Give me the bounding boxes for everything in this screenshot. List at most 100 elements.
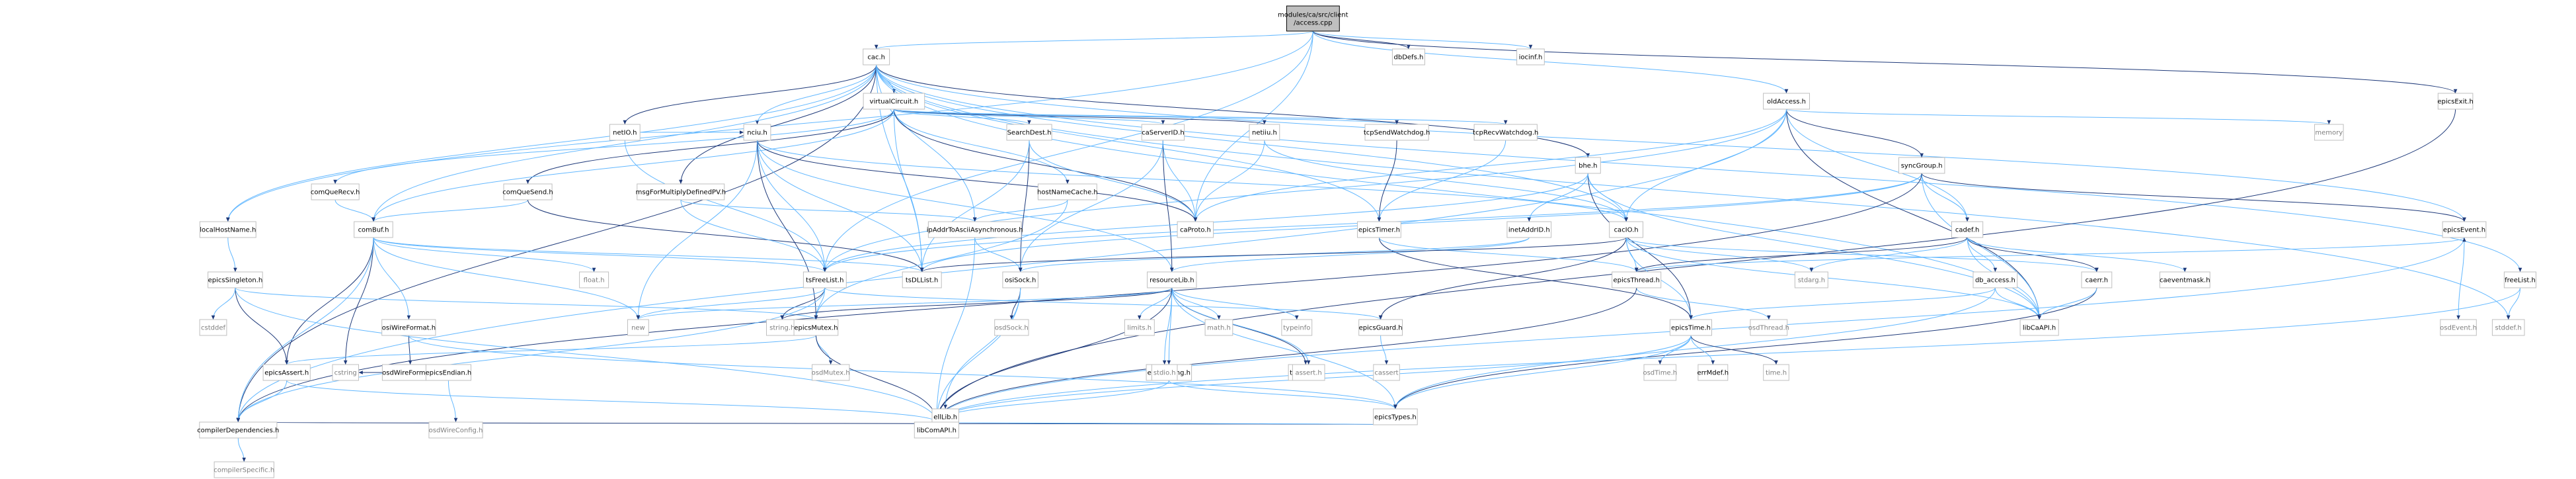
node-epicsAssert[interactable]: epicsAssert.h bbox=[262, 364, 311, 381]
edge-epicsAssert-to-compilerDependencies bbox=[236, 380, 288, 423]
node-SearchDest[interactable]: SearchDest.h bbox=[1006, 124, 1052, 141]
node-comQueRecv[interactable]: comQueRecv.h bbox=[311, 183, 360, 200]
edge-db_access-to-epicsTypes bbox=[1393, 287, 1996, 410]
node-epicsGuard[interactable]: epicsGuard.h bbox=[1358, 319, 1403, 336]
edge-cac-to-compilerDependencies bbox=[236, 64, 877, 423]
node-access[interactable]: modules/ca/src/client/access.cpp bbox=[1278, 5, 1348, 32]
node-netIO[interactable]: netIO.h bbox=[609, 124, 641, 141]
node-osiWireFormat[interactable]: osiWireFormat.h bbox=[381, 319, 436, 336]
edge-resourceLib-to-assertH bbox=[1171, 287, 1311, 365]
node-epicsThread[interactable]: epicsThread.h bbox=[1612, 271, 1662, 288]
node-cadef[interactable]: cadef.h bbox=[1951, 221, 1984, 238]
node-syncGroup[interactable]: syncGroup.h bbox=[1898, 157, 1945, 174]
node-box bbox=[214, 461, 274, 478]
node-nciu[interactable]: nciu.h bbox=[743, 124, 771, 141]
edge-cadef-to-stdargH bbox=[1809, 237, 1968, 273]
node-epicsMutex[interactable]: epicsMutex.h bbox=[793, 319, 839, 336]
node-box bbox=[1763, 93, 1811, 110]
node-box bbox=[1612, 271, 1662, 288]
node-msgForMultiplyDefinedPV[interactable]: msgForMultiplyDefinedPV.h bbox=[636, 183, 726, 200]
edge-cadef-to-epicsThread bbox=[1635, 237, 1968, 273]
node-caeventmask[interactable]: caeventmask.h bbox=[2159, 271, 2210, 288]
node-label: /access.cpp bbox=[1294, 20, 1332, 27]
node-box bbox=[2503, 271, 2536, 288]
node-epicsTypes[interactable]: epicsTypes.h bbox=[1373, 408, 1418, 425]
edge-oldAccess-to-tsFreeList bbox=[823, 109, 1787, 273]
node-resourceLib[interactable]: resourceLib.h bbox=[1147, 271, 1197, 288]
node-comBuf[interactable]: comBuf.h bbox=[354, 221, 393, 238]
edge-cac-to-stddefH bbox=[876, 64, 2511, 320]
edge-tsFreeList-to-stringH bbox=[780, 287, 826, 320]
node-compilerDependencies[interactable]: compilerDependencies.h bbox=[197, 421, 279, 439]
node-virtualCircuit[interactable]: virtualCircuit.h bbox=[863, 93, 925, 110]
node-comQueSend[interactable]: comQueSend.h bbox=[502, 183, 553, 200]
node-oldAccess[interactable]: oldAccess.h bbox=[1763, 93, 1811, 110]
node-box bbox=[199, 221, 256, 238]
node-osiSock[interactable]: osiSock.h bbox=[1002, 271, 1038, 288]
node-cac[interactable]: cac.h bbox=[863, 48, 890, 65]
node-dbDefs[interactable]: dbDefs.h bbox=[1391, 48, 1425, 65]
node-libComAPI[interactable]: libComAPI.h bbox=[914, 421, 960, 439]
edge-nciu-to-epicsMutex bbox=[757, 140, 818, 320]
node-libCaAPI[interactable]: libCaAPI.h bbox=[2019, 319, 2059, 336]
node-label: epicsSingleton.h bbox=[208, 277, 263, 284]
edge-cac-to-localHostName bbox=[226, 64, 877, 222]
node-epicsSingleton[interactable]: epicsSingleton.h bbox=[208, 271, 263, 288]
edge-osiSock-to-osdSock bbox=[1009, 287, 1021, 320]
edge-caServerID-to-caProto bbox=[1162, 140, 1198, 222]
nodes-layer: modules/ca/src/client/access.cpp dbDefs.h… bbox=[197, 5, 2536, 478]
node-label: SearchDest.h bbox=[1007, 130, 1052, 137]
edge-nciu-to-tsFreeList bbox=[757, 140, 827, 273]
edge-comQueRecv-to-comBuf bbox=[334, 199, 375, 222]
node-errMdef[interactable]: errMdef.h bbox=[1697, 364, 1729, 381]
node-tsFreeList[interactable]: tsFreeList.h bbox=[802, 271, 847, 288]
node-tcpSendWatchdog[interactable]: tcpSendWatchdog.h bbox=[1364, 124, 1430, 141]
node-epicsTime[interactable]: epicsTime.h bbox=[1669, 319, 1712, 336]
node-caerr[interactable]: caerr.h bbox=[2081, 271, 2113, 288]
node-freeList[interactable]: freeList.h bbox=[2503, 271, 2536, 288]
node-caProto[interactable]: caProto.h bbox=[1177, 221, 1214, 238]
edge-epicsTime-to-epicsTypes bbox=[1393, 335, 1692, 410]
edge-resourceLib-to-mathH bbox=[1171, 287, 1221, 320]
edge-virtualCircuit-to-tcpRecvWatchdog bbox=[893, 109, 1507, 125]
node-epicsEvent[interactable]: epicsEvent.h bbox=[2442, 221, 2487, 238]
node-caServerID[interactable]: caServerID.h bbox=[1141, 124, 1185, 141]
edge-virtualCircuit-to-caServerID bbox=[893, 109, 1165, 125]
node-iocinf[interactable]: iocinf.h bbox=[1516, 48, 1545, 65]
node-hostNameCache[interactable]: hostNameCache.h bbox=[1037, 183, 1098, 200]
node-timeH: time.h bbox=[1763, 364, 1789, 381]
node-epicsExit[interactable]: epicsExit.h bbox=[2437, 93, 2474, 110]
node-db_access[interactable]: db_access.h bbox=[1972, 271, 2018, 288]
node-inetAddrID[interactable]: inetAddrID.h bbox=[1506, 221, 1552, 238]
node-epicsTimer[interactable]: epicsTimer.h bbox=[1357, 221, 1401, 238]
node-label: caProto.h bbox=[1180, 227, 1211, 234]
node-ipAddrToAsciiAsynchronous[interactable]: ipAddrToAsciiAsynchronous.h bbox=[927, 221, 1023, 238]
node-tsDLList[interactable]: tsDLList.h bbox=[902, 271, 942, 288]
edge-cacIO-to-stdargH bbox=[1625, 237, 1814, 273]
edge-cadef-to-caerr bbox=[1967, 237, 2099, 273]
edge-nciu-to-cacIO bbox=[757, 140, 1628, 222]
edge-cadef-to-caeventmask bbox=[1967, 237, 2187, 273]
node-assertH: assert.h bbox=[1292, 364, 1325, 381]
edge-comBuf-to-compilerDependencies bbox=[236, 237, 374, 423]
node-mathH: math.h bbox=[1204, 319, 1233, 336]
node-label: epicsTypes.h bbox=[1374, 414, 1417, 421]
edge-compilerDependencies-to-compilerSpecific bbox=[237, 437, 246, 462]
node-netiiu[interactable]: netiiu.h bbox=[1249, 124, 1280, 141]
node-box bbox=[1204, 319, 1233, 336]
node-bhe[interactable]: bhe.h bbox=[1575, 157, 1601, 174]
edge-cacIO-to-epicsGuard bbox=[1378, 237, 1627, 320]
edge-epicsThread-to-epicsEvent bbox=[1636, 237, 2466, 273]
edge-netiiu-to-cacIO bbox=[1264, 140, 1628, 222]
edge-resourceLib-to-typeinfo bbox=[1171, 287, 1299, 320]
node-localHostName[interactable]: localHostName.h bbox=[199, 221, 256, 238]
node-cacIO[interactable]: cacIO.h bbox=[1609, 221, 1643, 238]
node-box bbox=[1141, 124, 1185, 141]
node-tcpRecvWatchdog[interactable]: tcpRecvWatchdog.h bbox=[1473, 124, 1538, 141]
edge-virtualCircuit-to-caProto bbox=[893, 109, 1198, 222]
node-label: cstddef bbox=[201, 325, 225, 332]
node-label: cstring bbox=[334, 370, 357, 377]
edge-epicsTypes-to-libComAPI bbox=[936, 421, 1396, 427]
node-label: osdTime.h bbox=[1643, 370, 1677, 377]
node-epicsEndian[interactable]: epicsEndian.h bbox=[426, 364, 472, 381]
